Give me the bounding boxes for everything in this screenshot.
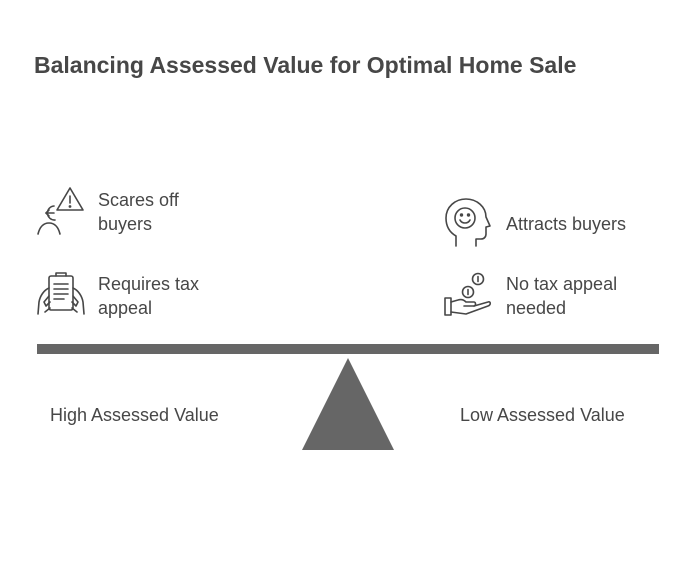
left-item-requires-tax-appeal: Requires tax appeal	[98, 272, 199, 320]
item-text-line: Requires tax	[98, 274, 200, 294]
hand-with-coins-icon	[444, 272, 494, 318]
right-item-attracts-buyers: Attracts buyers	[506, 212, 626, 236]
item-text-line: needed	[506, 298, 567, 318]
smiling-head-icon	[444, 198, 492, 248]
item-text-line: No tax appeal	[506, 274, 618, 294]
left-side-label: High Assessed Value	[50, 405, 219, 425]
item-text-line: Scares off	[98, 190, 179, 210]
left-item-scares-off-buyers: Scares off buyers	[98, 188, 179, 236]
hands-holding-document-icon	[36, 272, 86, 320]
right-item-no-tax-appeal-needed: No tax appeal needed	[506, 272, 617, 320]
diagram-title: Balancing Assessed Value for Optimal Hom…	[34, 52, 577, 78]
item-text-line: buyers	[98, 214, 153, 234]
fulcrum-triangle	[302, 358, 394, 455]
worried-person-warning-icon	[34, 186, 86, 236]
right-side-label: Low Assessed Value	[460, 405, 625, 425]
balance-beam	[37, 344, 659, 354]
item-text-line: Attracts buyers	[506, 214, 627, 234]
item-text-line: appeal	[98, 298, 153, 318]
